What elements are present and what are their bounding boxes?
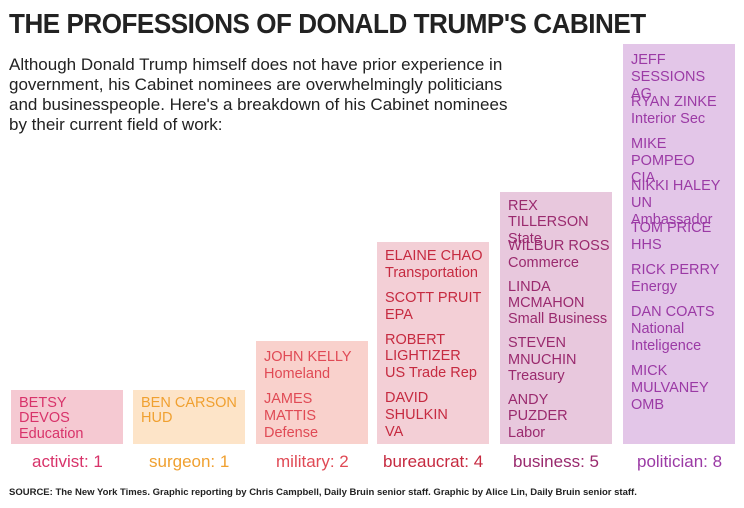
member-name: NIKKI HALEY <box>631 178 721 194</box>
member-name: JAMES MATTIS <box>264 391 317 424</box>
member-name: BEN CARSON <box>141 395 237 411</box>
chart-title: THE PROFESSIONS OF DONALD TRUMP'S CABINE… <box>9 8 646 39</box>
member-name: ROBERT <box>385 331 446 348</box>
member-role: Transportation <box>385 264 478 281</box>
member-role: OMB <box>631 397 665 413</box>
member-role: MNUCHIN <box>508 351 577 368</box>
member-name: ELAINE CHAO <box>385 248 483 264</box>
member-role: Inteligence <box>631 338 702 354</box>
member-role: Labor <box>508 424 546 441</box>
member-name: JEFF SESSIONS <box>631 52 706 85</box>
member-name: MIKE POMPEO <box>631 136 695 169</box>
member-name: SCOTT PRUIT <box>385 289 482 306</box>
source-note: SOURCE: The New York Times. Graphic repo… <box>9 487 637 498</box>
member-role: Defense <box>264 425 319 441</box>
member-role: Commerce <box>508 254 579 271</box>
member-role: Education <box>19 425 84 442</box>
member-role: Homeland <box>264 366 331 382</box>
member-name: STEVEN <box>508 335 567 352</box>
member-name: BETSY DEVOS <box>19 395 70 427</box>
member-name: MICK MULVANEY <box>631 363 709 396</box>
member-role: Small Business <box>508 311 608 328</box>
member-role: Treasury <box>508 367 565 384</box>
chart-subtitle: Although Donald Trump himself does not h… <box>9 55 508 134</box>
member-name: DAVID SHULKIN <box>385 390 448 424</box>
category-label-politician: politician: 8 <box>637 452 723 471</box>
member-role: HUD <box>141 410 173 427</box>
category-label-surgeon: surgeon: 1 <box>149 452 230 471</box>
member-role: MCMAHON <box>508 294 585 311</box>
member-name: WILBUR ROSS <box>508 238 610 255</box>
member-name: ANDY PUZDER <box>508 391 568 425</box>
category-label-bureaucrat: bureaucrat: 4 <box>383 452 484 471</box>
member-role: HHS <box>631 237 662 253</box>
member-name: JOHN KELLY <box>264 349 352 365</box>
member-role: UN Ambassador <box>631 195 713 228</box>
category-label-activist: activist: 1 <box>32 452 103 471</box>
category-label-business: business: 5 <box>513 452 599 471</box>
member-name: RYAN ZINKE <box>631 94 717 110</box>
member-role: VA <box>385 424 404 441</box>
member-name: REX TILLERSON <box>508 198 589 231</box>
member-role: CIA <box>631 170 656 186</box>
member-role: LIGHTIZER <box>385 348 461 365</box>
member-role: Energy <box>631 279 677 295</box>
member-role: Interior Sec <box>631 111 706 127</box>
category-label-military: military: 2 <box>276 452 349 471</box>
member-role: State <box>508 230 542 247</box>
member-role: US Trade Rep <box>385 365 477 382</box>
member-name: LINDA <box>508 278 551 295</box>
member-role: AG <box>631 86 652 102</box>
member-name: RICK PERRY <box>631 262 720 278</box>
member-role: National <box>631 321 685 337</box>
member-name: DAN COATS <box>631 304 715 320</box>
member-role: EPA <box>385 306 413 323</box>
member-name: TOM PRICE <box>631 220 712 236</box>
